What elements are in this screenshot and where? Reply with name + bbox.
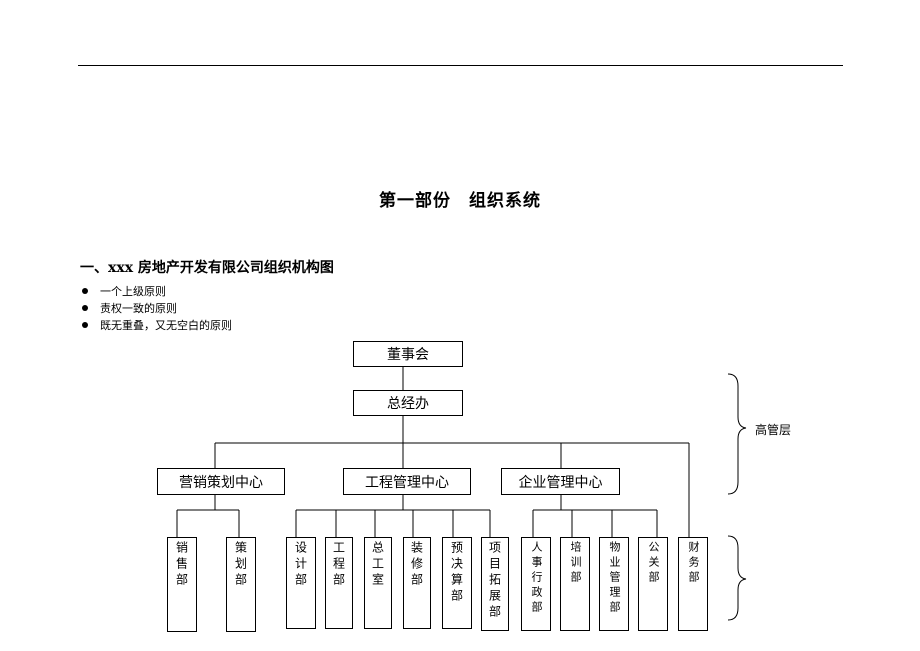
department-label: 销售部 — [174, 541, 189, 589]
brace-top — [727, 373, 747, 495]
senior-management-label: 高管层 — [755, 423, 792, 437]
center-label: 营销策划中心 — [179, 474, 263, 491]
department-box: 财务部 — [678, 537, 708, 631]
department-box: 培训部 — [560, 537, 590, 631]
department-box: 销售部 — [167, 537, 197, 632]
department-label: 财务部 — [687, 541, 700, 586]
department-box: 项目拓展部 — [481, 537, 509, 631]
department-box: 人事行政部 — [521, 537, 551, 631]
marketing-center-box: 营销策划中心 — [157, 468, 285, 495]
department-box: 总工室 — [364, 537, 392, 629]
board-label: 董事会 — [387, 347, 429, 363]
principle-item: 既无重叠，又无空白的原则 — [80, 317, 232, 334]
principle-item: 责权一致的原则 — [80, 300, 232, 317]
header-rule — [78, 65, 843, 66]
department-label: 工程部 — [331, 541, 346, 589]
gm-office-label: 总经办 — [387, 396, 429, 412]
engineering-center-box: 工程管理中心 — [343, 468, 471, 495]
center-label: 工程管理中心 — [365, 474, 449, 491]
department-label: 总工室 — [370, 541, 385, 589]
board-box: 董事会 — [353, 341, 463, 367]
page-title: 第一部份 组织系统 — [379, 191, 541, 211]
department-box: 设计部 — [286, 537, 316, 629]
department-box: 装修部 — [403, 537, 431, 629]
center-label: 企业管理中心 — [518, 474, 603, 491]
department-box: 预决算部 — [442, 537, 472, 629]
department-box: 公关部 — [638, 537, 668, 631]
brace-bottom — [727, 535, 747, 621]
principles-list: 一个上级原则 责权一致的原则 既无重叠，又无空白的原则 — [80, 283, 232, 334]
department-label: 设计部 — [293, 541, 308, 589]
department-label: 培训部 — [569, 541, 582, 586]
department-label: 公关部 — [647, 541, 660, 586]
department-label: 装修部 — [409, 541, 424, 589]
department-label: 项目拓展部 — [487, 541, 502, 621]
department-label: 人事行政部 — [530, 541, 543, 616]
department-box: 物业管理部 — [599, 537, 629, 631]
department-label: 物业管理部 — [608, 541, 621, 616]
department-label: 策划部 — [233, 541, 248, 589]
enterprise-center-box: 企业管理中心 — [501, 468, 620, 495]
gm-office-box: 总经办 — [353, 390, 463, 416]
department-box: 策划部 — [226, 537, 256, 632]
department-label: 预决算部 — [449, 541, 464, 605]
principle-item: 一个上级原则 — [80, 283, 232, 300]
department-box: 工程部 — [325, 537, 353, 629]
section-heading: 一、xxx 房地产开发有限公司组织机构图 — [80, 260, 334, 276]
